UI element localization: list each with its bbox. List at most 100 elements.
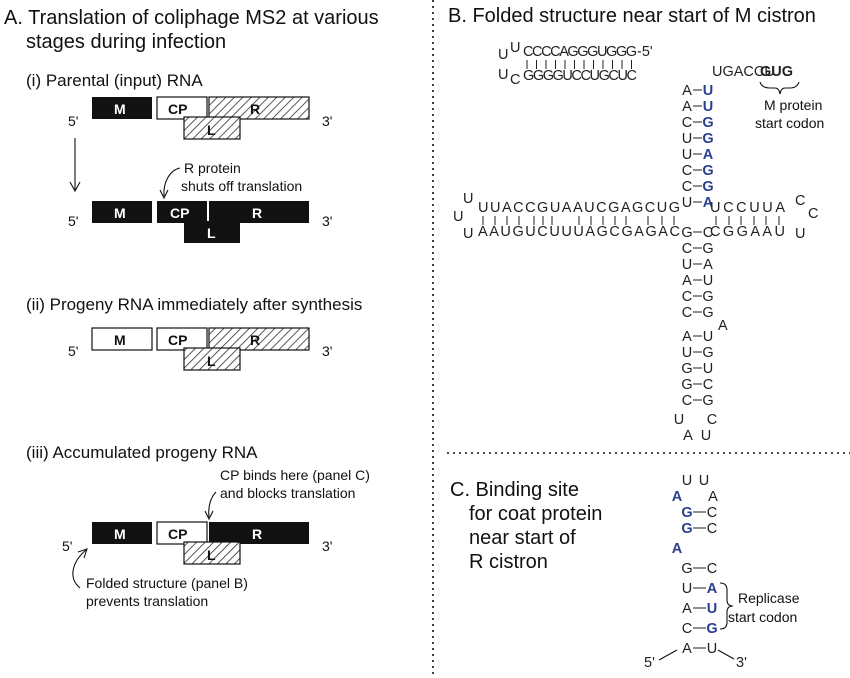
stage1b-gene-l	[184, 221, 240, 243]
stage2-label-m: M	[114, 332, 126, 348]
stem2-left-0: G	[681, 225, 692, 241]
stem1-left-7: U	[682, 195, 692, 211]
tip-loop-c: C	[707, 412, 717, 428]
replicase-line1: Replicase	[738, 590, 800, 606]
stage1-gene-l	[183, 116, 241, 140]
c-right-5: U	[707, 601, 717, 617]
folded-arrow	[72, 548, 88, 589]
stage3-3prime: 3'	[322, 538, 332, 554]
bottom-strand: GGGGUCCUGCUC	[523, 68, 637, 84]
left-loop-u1: U	[453, 209, 463, 225]
panel-c-title-line3: near start of	[469, 527, 576, 549]
stem2-right-2: A	[703, 257, 713, 273]
stage3-gene-r	[209, 522, 309, 544]
c-right-0: A	[708, 489, 718, 505]
stem2-right-0: C	[703, 225, 713, 241]
stage2-label-l: L	[207, 353, 216, 369]
c-right-4: A	[707, 581, 718, 597]
stage2-label-cp: CP	[168, 332, 187, 348]
c-right-7: U	[707, 641, 717, 657]
stage3-label-l: L	[207, 547, 216, 563]
cpbinds-arrow	[204, 491, 217, 521]
stage1-gene-m	[92, 97, 152, 119]
cpbinds-note-line1: CP binds here (panel C)	[220, 467, 370, 483]
cpbinds-note-line2: and blocks translation	[220, 485, 355, 501]
c-left-6: A	[682, 601, 692, 617]
stem1-left-3: U	[682, 131, 692, 147]
stage2-3prime: 3'	[322, 343, 332, 359]
c-left-4: G	[681, 561, 692, 577]
c-loop-u2: U	[699, 473, 709, 489]
stage1-gene-cp	[156, 96, 208, 120]
stem1-left-6: C	[682, 179, 692, 195]
stage1b-label-l: L	[207, 225, 216, 241]
loop-u3: U	[498, 67, 508, 83]
stage1b-label-r: R	[252, 205, 262, 221]
stem1-left-5: C	[682, 163, 692, 179]
left-loop-u2: U	[463, 191, 473, 207]
rprotein-note-line2: shuts off translation	[181, 178, 302, 194]
right-loop-u: U	[795, 226, 805, 242]
stem2-right-4: G	[702, 289, 713, 305]
m-protein-line1: M protein	[764, 97, 822, 113]
stage1-label-l: L	[207, 122, 216, 138]
stem3-right-0: U	[703, 329, 713, 345]
c-right-6: G	[706, 621, 717, 637]
stage1-translated-rna: 5' M CP R L 3'	[68, 201, 332, 243]
c-5prime-line	[658, 649, 678, 661]
stage2-gene-m	[91, 327, 153, 351]
stage1-label-m: M	[114, 101, 126, 117]
c-left-7: C	[682, 621, 692, 637]
stem2-right-5: G	[702, 305, 713, 321]
left-arm-bottom: AAUGUCUUUAGCGAGAC	[478, 224, 680, 240]
stage1b-gene-m	[92, 201, 152, 223]
c-loop-u1: U	[682, 473, 692, 489]
tip-loop-u2: U	[701, 428, 711, 444]
tip-loop-a: A	[683, 428, 693, 444]
c-right-1: C	[707, 505, 717, 521]
stem2-left-1: C	[682, 241, 692, 257]
m-codon-brace	[759, 81, 800, 95]
left-loop-u3: U	[463, 226, 473, 242]
panel-c: C. Binding site for coat protein near st…	[450, 473, 800, 671]
stem1-right-7: A	[703, 195, 714, 211]
stage3-label-cp: CP	[168, 526, 187, 542]
right-arm-pairs	[715, 216, 780, 225]
panel-b-title: B. Folded structure near start of M cist…	[448, 5, 816, 27]
stem1-right-5: G	[702, 163, 713, 179]
stage1-rna: 5' M CP R L 3'	[68, 96, 332, 140]
stage1b-5prime: 5'	[68, 213, 78, 229]
stage1b-label-cp: CP	[170, 205, 189, 221]
stem3-left-3: G	[681, 377, 692, 393]
stage2-rna: 5' M CP R L 3'	[68, 327, 332, 371]
replicase-line2: start codon	[728, 609, 797, 625]
stem2-left-4: C	[682, 289, 692, 305]
c-left-1: G	[681, 505, 692, 521]
stem1-right-1: U	[703, 99, 713, 115]
stage1-label-cp: CP	[168, 101, 187, 117]
stage3-gene-cp	[156, 521, 208, 545]
stem2-left-2: U	[682, 257, 692, 273]
c-left-5: U	[682, 581, 692, 597]
right-arm-bottom: CGGAAU	[710, 224, 785, 240]
panel-a: A. Translation of coliphage MS2 at vario…	[4, 7, 379, 609]
stage2-gene-l	[183, 347, 241, 371]
top-stem-pairs	[526, 60, 632, 69]
stage3-5prime: 5'	[62, 538, 72, 554]
stem3-left-4: C	[682, 393, 692, 409]
stage1-5prime: 5'	[68, 113, 78, 129]
c-3prime-line	[717, 649, 735, 660]
top-strand: CCCCAGGGUGGG	[523, 44, 637, 60]
m-start-codon: GUG	[760, 64, 793, 80]
c-left-3: A	[672, 541, 683, 557]
loop-u2: U	[510, 40, 520, 56]
loop-u1: U	[498, 47, 508, 63]
panel-c-title-line2: for coat protein	[469, 503, 602, 525]
stage1b-3prime: 3'	[322, 213, 332, 229]
tip-loop-u: U	[674, 412, 684, 428]
stem1-left-1: A	[682, 99, 692, 115]
rprotein-note-line1: R protein	[184, 160, 241, 176]
